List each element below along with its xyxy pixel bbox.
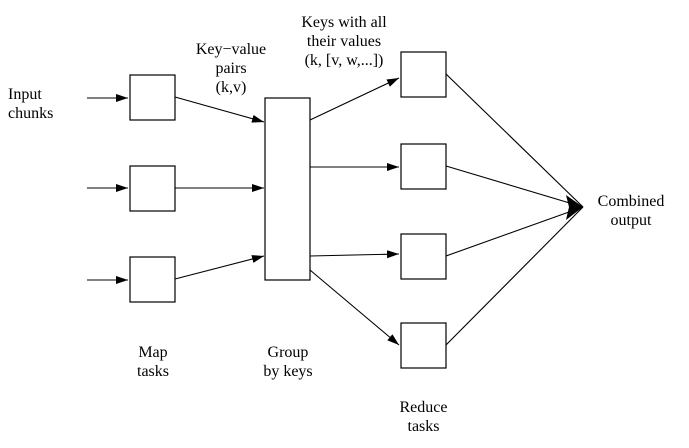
combined-output-label: Combined output (597, 193, 665, 229)
output-arrowhead (566, 195, 583, 220)
reduce-task-box-1 (400, 51, 447, 98)
reduce-to-output-arrow-3 (445, 206, 584, 257)
keys-with-values-label: Keys with all their values (k, [v, w,...… (301, 14, 387, 69)
reduce-to-output-arrow-1 (445, 73, 584, 208)
map-to-group-arrow-3 (174, 255, 265, 280)
reduce-task-box-2 (400, 143, 447, 190)
group-to-reduce-arrow-3 (309, 250, 400, 259)
key-value-pairs-label: Key−value pairs (k,v) (195, 41, 267, 96)
map-task-box-3 (129, 256, 176, 303)
group-by-keys-box (264, 97, 311, 281)
map-to-group-arrow-1 (174, 96, 265, 123)
reduce-to-output-arrow-4 (445, 206, 584, 346)
reduce-to-output-arrow-2 (445, 165, 584, 208)
reduce-task-box-3 (400, 233, 447, 280)
group-to-reduce-arrow-1 (309, 77, 400, 121)
map-task-box-2 (129, 165, 176, 212)
reduce-task-box-4 (400, 322, 447, 369)
group-to-reduce-arrow-4 (309, 269, 400, 346)
map-task-box-1 (129, 74, 176, 121)
reduce-tasks-label: Reduce tasks (399, 399, 448, 435)
map-tasks-label: Map tasks (137, 344, 169, 380)
input-chunks-label: Input chunks (8, 86, 54, 122)
group-by-keys-label: Group by keys (263, 344, 313, 380)
